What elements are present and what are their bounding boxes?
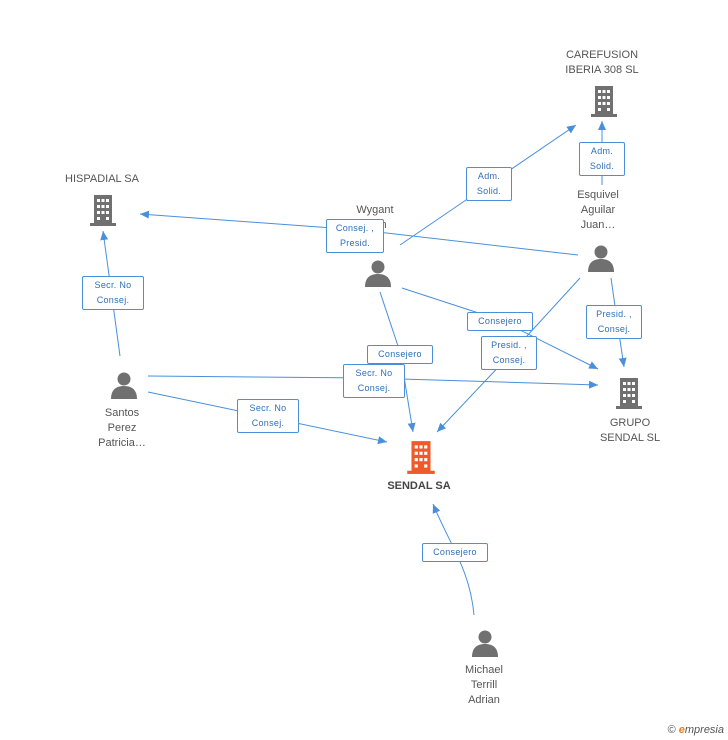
edge-label-santos-hispadial[interactable]: Secr. No Consej.: [82, 276, 144, 310]
person-icon[interactable]: [586, 243, 616, 278]
node-label-sendal[interactable]: SENDAL SA: [387, 480, 451, 492]
edge-label-esquivel-grupo[interactable]: Presid. , Consej.: [586, 305, 642, 339]
node-label-michael[interactable]: Michael Terrill Adrian: [465, 664, 503, 706]
brand-name: mpresia: [684, 724, 724, 736]
node-label-hispadial[interactable]: HISPADIAL SA: [65, 173, 139, 185]
copyright-symbol: ©: [667, 724, 676, 736]
edge-label-santos-grupo[interactable]: Secr. No Consej.: [343, 364, 405, 398]
edge-label-wygant-sendal[interactable]: Consejero: [367, 345, 433, 364]
edge-label-santos-sendal[interactable]: Secr. No Consej.: [237, 399, 299, 433]
person-icon[interactable]: [470, 628, 500, 663]
edge-label-esquivel-sendal[interactable]: Presid. , Consej.: [481, 336, 537, 370]
node-label-carefusion[interactable]: CAREFUSION IBERIA 308 SL: [565, 49, 639, 76]
node-label-esquivel[interactable]: Esquivel Aguilar Juan…: [577, 189, 619, 231]
person-icon[interactable]: [363, 258, 393, 293]
edge-label-wygant-carefusion[interactable]: Adm. Solid.: [466, 167, 512, 201]
node-label-grupo-sendal[interactable]: GRUPO SENDAL SL: [599, 417, 661, 444]
building-icon[interactable]: [590, 84, 618, 123]
person-icon[interactable]: [109, 370, 139, 405]
edge-label-wygant-grupo[interactable]: Consejero: [467, 312, 533, 331]
building-icon[interactable]: [89, 193, 117, 232]
brand-initial: e: [678, 724, 685, 736]
edge-label-esquivel-carefusion[interactable]: Adm. Solid.: [579, 142, 625, 176]
edge-label-esquivel-hispadial[interactable]: Consej. , Presid.: [326, 219, 384, 253]
building-icon[interactable]: [615, 376, 643, 415]
node-label-santos[interactable]: Santos Perez Patricia…: [98, 407, 146, 449]
edge-label-michael-sendal[interactable]: Consejero: [422, 543, 488, 562]
building-icon-highlighted[interactable]: [406, 439, 436, 480]
empresia-watermark: © empresia: [668, 724, 724, 736]
